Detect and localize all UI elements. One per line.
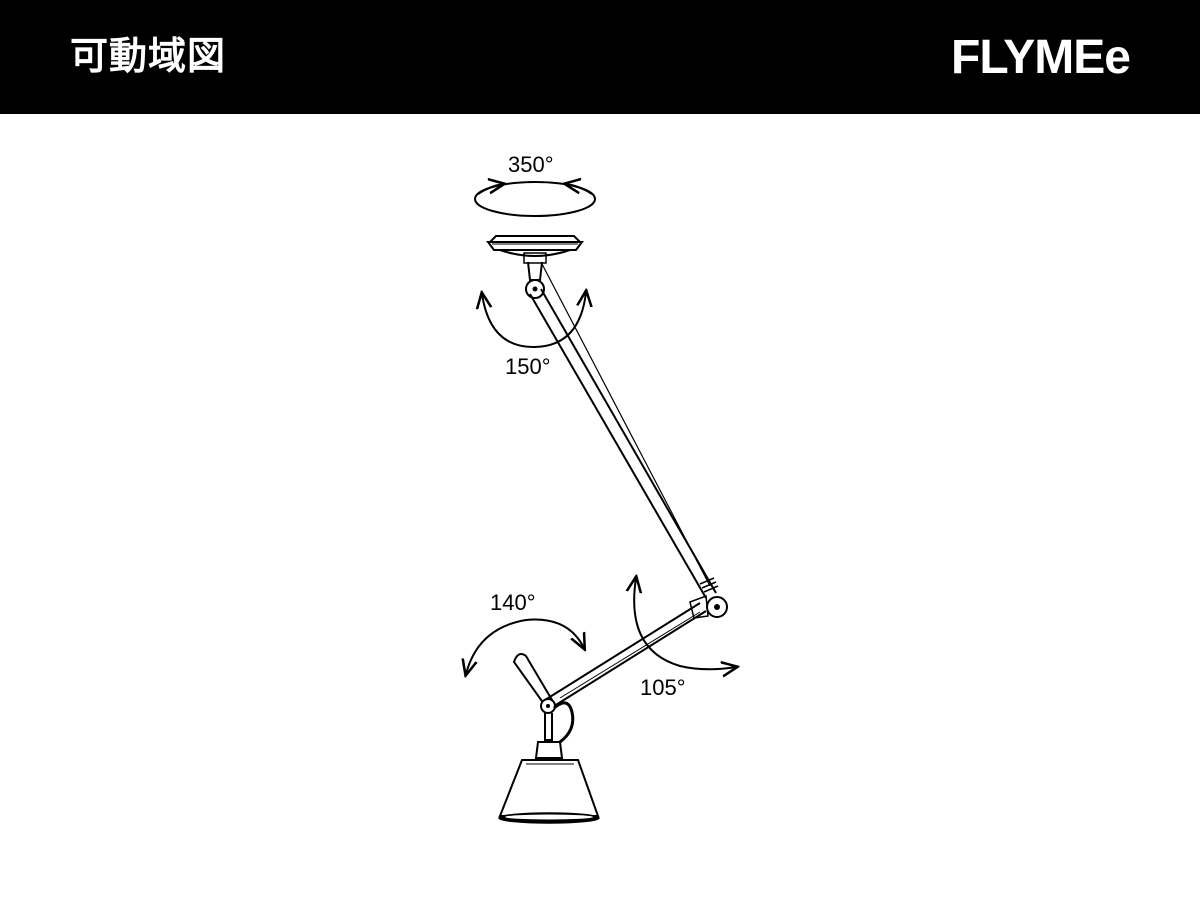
counterweight-handle xyxy=(512,653,554,706)
angle-label-105: 105° xyxy=(640,675,686,700)
rotation-arrow-right xyxy=(566,184,593,195)
shoulder-arc: 150° xyxy=(482,292,586,379)
page-title: 可動域図 xyxy=(70,34,227,78)
lamp-shade xyxy=(498,741,600,824)
angle-label-350: 350° xyxy=(508,152,554,177)
angle-label-150: 150° xyxy=(505,354,551,379)
header-bar: 可動域図 FLYMEe xyxy=(0,0,1200,114)
head-joint xyxy=(540,698,575,744)
forearm xyxy=(544,602,707,709)
rotation-indicator: 350° xyxy=(474,152,596,217)
brand-logo: FLYMEe xyxy=(951,31,1131,84)
upper-arm xyxy=(529,263,719,599)
rotation-ellipse xyxy=(474,181,596,217)
shade-tilt-arc: 140° xyxy=(466,590,584,674)
elbow-arc: 105° xyxy=(634,578,736,700)
angle-label-140: 140° xyxy=(490,590,536,615)
range-of-motion-diagram: 350° 150° xyxy=(0,114,1200,900)
rotation-arrow-left xyxy=(477,184,503,195)
shoulder-joint xyxy=(525,261,545,299)
ceiling-canopy xyxy=(486,235,584,264)
